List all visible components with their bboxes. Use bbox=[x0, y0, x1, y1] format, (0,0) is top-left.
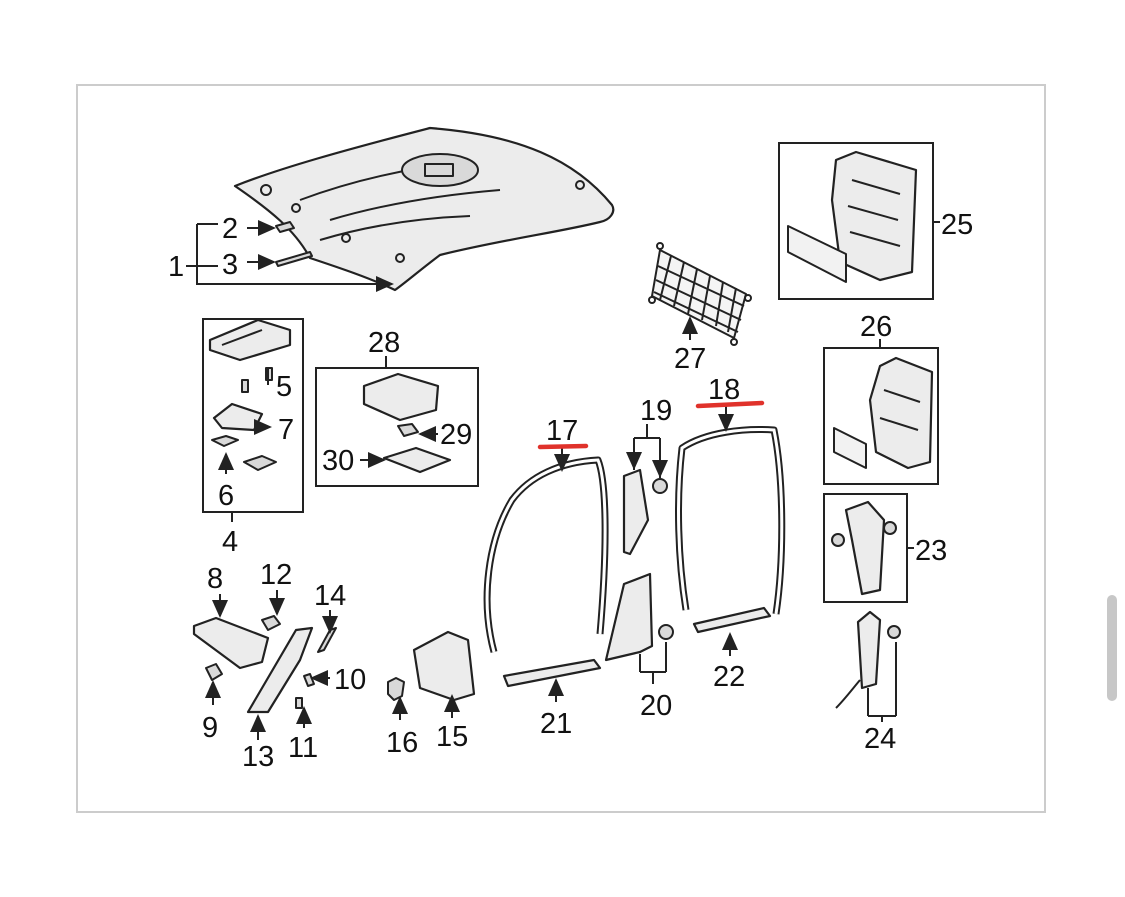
dome-lamp-box bbox=[202, 318, 304, 513]
cargo-net-part bbox=[648, 242, 752, 346]
callout-27: 27 bbox=[674, 343, 706, 375]
callout-6: 6 bbox=[218, 480, 234, 512]
callout-15: 15 bbox=[436, 721, 468, 753]
callout-23: 23 bbox=[915, 535, 947, 567]
callout-20: 20 bbox=[640, 690, 672, 722]
quarter-trim-part-25 bbox=[787, 150, 918, 283]
callout-17: 17 bbox=[546, 415, 578, 447]
scrollbar-thumb[interactable] bbox=[1107, 595, 1117, 701]
front-scuff-plate bbox=[502, 658, 602, 688]
dome-lamp-parts bbox=[208, 318, 292, 471]
front-door-weatherstrip bbox=[483, 456, 609, 653]
callout-26: 26 bbox=[860, 311, 892, 343]
rear-door-weatherstrip bbox=[675, 426, 786, 615]
callout-13: 13 bbox=[242, 741, 274, 773]
rear-scuff-plate bbox=[692, 606, 772, 634]
trim-part-23 bbox=[831, 500, 897, 596]
callout-18: 18 bbox=[708, 374, 740, 406]
callout-22: 22 bbox=[713, 661, 745, 693]
rear-pillar-part-24 bbox=[835, 610, 901, 709]
callout-4: 4 bbox=[222, 526, 238, 558]
cowl-side-part bbox=[387, 630, 476, 702]
callout-9: 9 bbox=[202, 712, 218, 744]
callout-12: 12 bbox=[260, 559, 292, 591]
quarter-trim-part-26 bbox=[833, 356, 934, 470]
callout-11: 11 bbox=[288, 732, 318, 764]
callout-14: 14 bbox=[314, 580, 346, 612]
callout-19: 19 bbox=[640, 395, 672, 427]
callout-24: 24 bbox=[864, 723, 896, 755]
callout-7: 7 bbox=[278, 414, 294, 446]
callout-5: 5 bbox=[276, 371, 292, 403]
callout-10: 10 bbox=[334, 664, 366, 696]
map-lamp-box bbox=[315, 367, 479, 487]
front-pillar-part bbox=[246, 626, 337, 714]
callout-16: 16 bbox=[386, 727, 418, 759]
headliner-part bbox=[233, 126, 615, 292]
sun-visor-part bbox=[192, 615, 281, 681]
diagram-frame bbox=[76, 84, 1046, 813]
callout-2: 2 bbox=[222, 213, 238, 245]
callout-28: 28 bbox=[368, 327, 400, 359]
callout-30: 30 bbox=[322, 445, 354, 477]
callout-21: 21 bbox=[540, 708, 572, 740]
center-pillar-lower bbox=[604, 572, 674, 662]
callout-3: 3 bbox=[222, 249, 238, 281]
center-pillar-upper bbox=[622, 468, 668, 556]
callout-8: 8 bbox=[207, 563, 223, 595]
strip-part-3 bbox=[275, 251, 313, 267]
callout-29: 29 bbox=[440, 419, 472, 451]
callout-1: 1 bbox=[168, 251, 184, 283]
map-lamp-parts bbox=[362, 372, 452, 474]
callout-25: 25 bbox=[941, 209, 973, 241]
highlight-17 bbox=[537, 443, 589, 450]
clip-part-2 bbox=[275, 221, 295, 233]
highlight-18 bbox=[695, 400, 765, 409]
